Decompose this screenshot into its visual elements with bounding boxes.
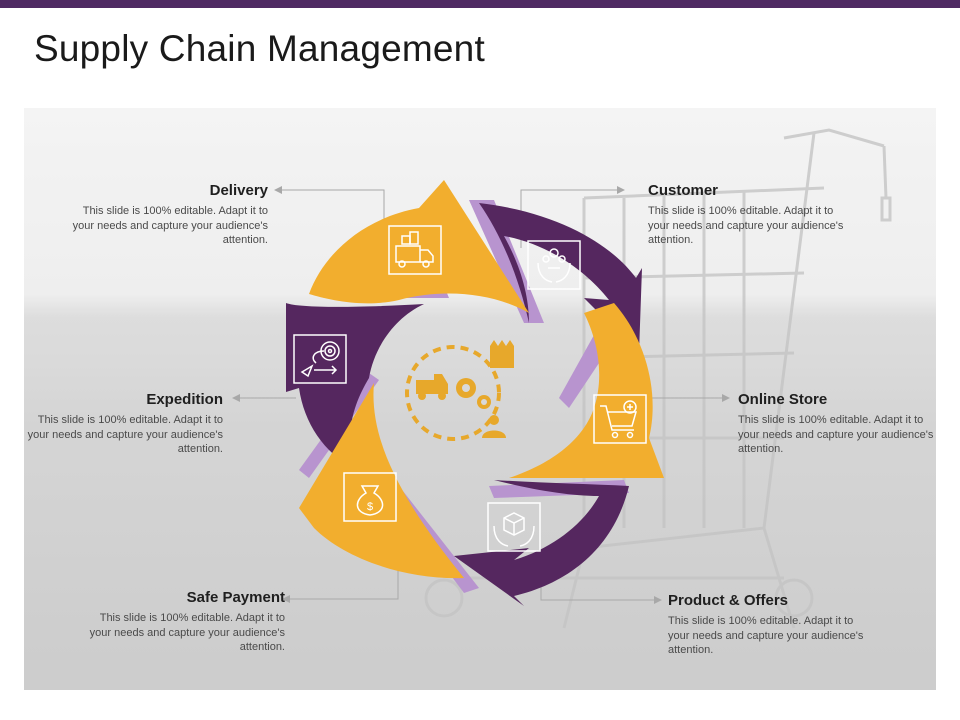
product-box-hands-icon: [487, 502, 541, 552]
supply-chain-gears-icon: [416, 340, 514, 438]
item-description: This slide is 100% editable. Adapt it to…: [668, 615, 864, 656]
delivery-truck-icon: [388, 225, 442, 275]
item-online-store: Online Store This slide is 100% editable…: [738, 391, 938, 457]
item-description: This slide is 100% editable. Adapt it to…: [738, 414, 934, 455]
cycle-diagram: [232, 180, 730, 606]
customer-hands-icon: [527, 240, 581, 290]
money-bag-icon: $: [343, 472, 397, 522]
target-arrow-icon: [293, 334, 347, 384]
icon-layer: $: [293, 225, 647, 552]
item-delivery: Delivery This slide is 100% editable. Ad…: [68, 182, 268, 248]
item-description: This slide is 100% editable. Adapt it to…: [89, 612, 285, 653]
item-title: Delivery: [209, 182, 268, 199]
item-title: Product & Offers: [668, 592, 789, 609]
item-product-offers: Product & Offers This slide is 100% edit…: [668, 592, 868, 658]
item-customer: Customer This slide is 100% editable. Ad…: [648, 182, 848, 248]
item-title: Safe Payment: [186, 589, 285, 606]
item-title: Customer: [648, 182, 719, 199]
item-description: This slide is 100% editable. Adapt it to…: [648, 205, 844, 246]
item-description: This slide is 100% editable. Adapt it to…: [27, 414, 223, 455]
page-title: Supply Chain Management: [34, 28, 485, 69]
top-accent-bar: [0, 0, 960, 8]
item-expedition: Expedition This slide is 100% editable. …: [23, 391, 223, 457]
diagram-panel: $: [24, 108, 936, 690]
svg-text:$: $: [367, 501, 373, 513]
item-title: Online Store: [738, 391, 828, 408]
item-safe-payment: Safe Payment This slide is 100% editable…: [85, 589, 285, 655]
shopping-cart-icon: [593, 394, 647, 444]
item-title: Expedition: [146, 391, 223, 408]
item-description: This slide is 100% editable. Adapt it to…: [72, 205, 268, 246]
